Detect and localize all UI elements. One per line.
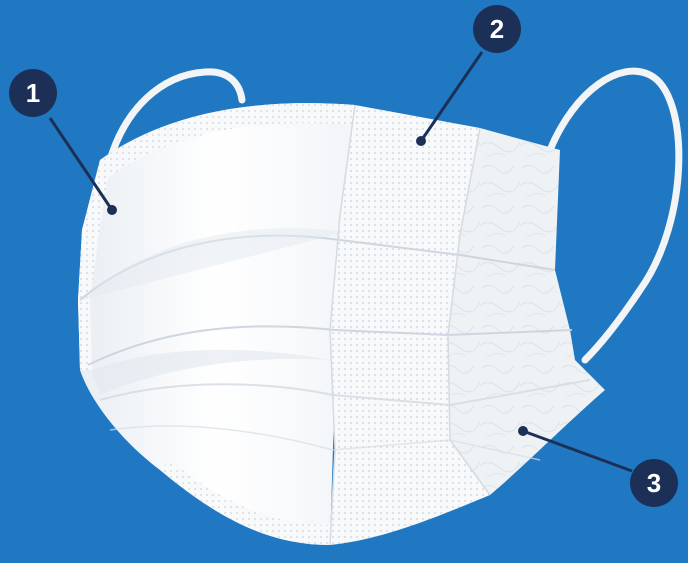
callout-2: 2: [416, 5, 521, 146]
right-ear-loop: [550, 71, 679, 360]
mask-inner-layer: [448, 128, 605, 495]
callout-1-label: 1: [26, 78, 40, 108]
callout-2-label: 2: [490, 14, 504, 44]
callout-1: 1: [9, 69, 117, 215]
callout-3: 3: [518, 426, 678, 507]
callout-3-label: 3: [647, 468, 661, 498]
